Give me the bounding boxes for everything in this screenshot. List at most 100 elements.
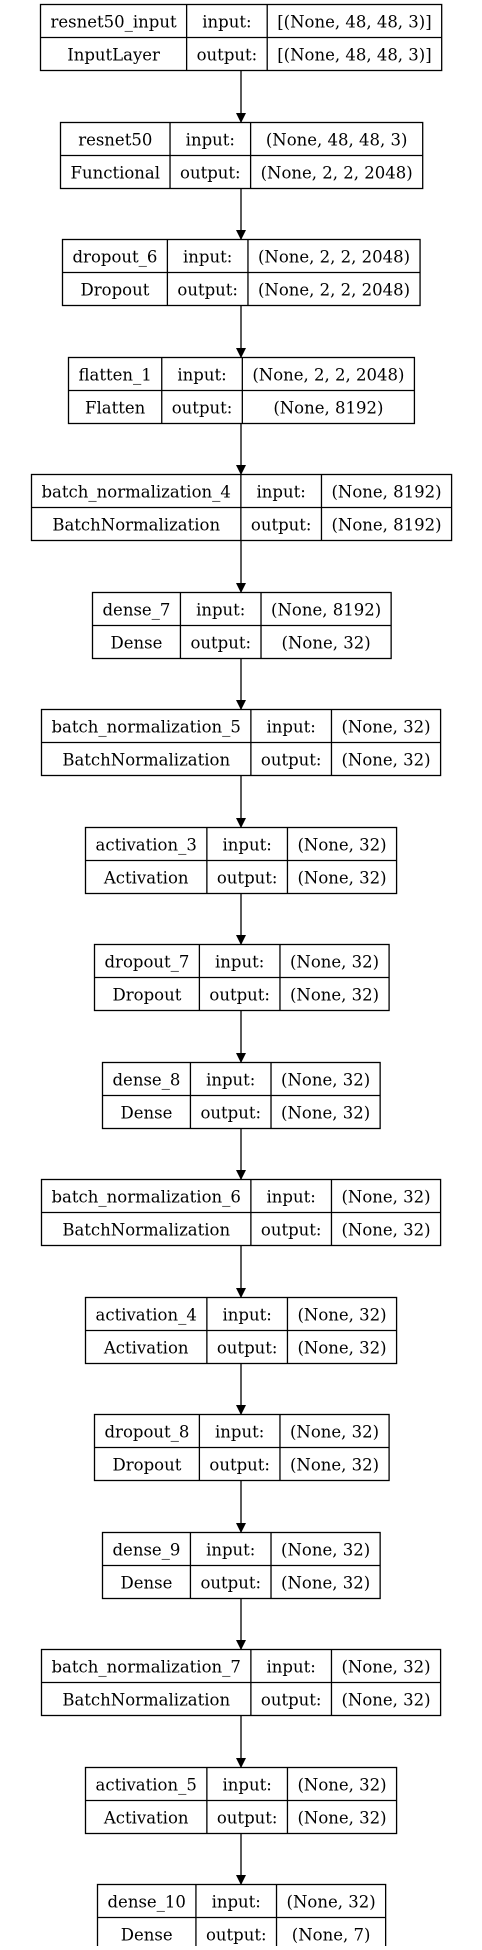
layer-type: Dense: [121, 1104, 173, 1123]
output-shape: (None, 32): [297, 869, 386, 888]
input-label: input:: [212, 1893, 261, 1912]
layer-type: BatchNormalization: [62, 751, 230, 770]
layer-name: dense_8: [113, 1071, 181, 1090]
input-label: input:: [177, 366, 226, 385]
input-shape: (None, 32): [297, 1776, 386, 1795]
layer-type: Dropout: [113, 1456, 182, 1475]
layer-type: Activation: [103, 869, 189, 888]
input-shape: (None, 32): [297, 1306, 386, 1325]
input-label: input:: [257, 483, 306, 502]
input-shape: (None, 8192): [331, 483, 441, 502]
input-label: input:: [215, 953, 264, 972]
input-shape: (None, 32): [281, 1071, 370, 1090]
output-shape: (None, 7): [292, 1926, 371, 1945]
input-shape: (None, 32): [281, 1541, 370, 1560]
input-label: input:: [206, 1541, 255, 1560]
output-shape: [(None, 48, 48, 3)]: [277, 46, 431, 65]
layer-name: activation_4: [96, 1306, 197, 1325]
layer-type: Dense: [121, 1926, 173, 1945]
input-label: input:: [186, 131, 235, 150]
output-shape: (None, 2, 2, 2048): [258, 281, 410, 300]
output-shape: (None, 32): [297, 1339, 386, 1358]
output-label: output:: [217, 1809, 278, 1828]
output-shape: (None, 32): [281, 1104, 370, 1123]
output-label: output:: [261, 1221, 322, 1240]
input-shape: (None, 32): [290, 953, 379, 972]
output-shape: (None, 32): [341, 751, 430, 770]
input-label: input:: [202, 13, 251, 32]
layer-name: dense_7: [103, 601, 171, 620]
layer-name: batch_normalization_6: [52, 1188, 241, 1207]
layer-type: Dense: [111, 634, 163, 653]
input-shape: (None, 32): [287, 1893, 376, 1912]
input-shape: (None, 32): [341, 1188, 430, 1207]
output-shape: (None, 2, 2, 2048): [261, 164, 413, 183]
output-label: output:: [209, 1456, 270, 1475]
input-label: input:: [206, 1071, 255, 1090]
input-shape: (None, 32): [341, 718, 430, 737]
layer-type: Dropout: [113, 986, 182, 1005]
layer-type: Functional: [71, 164, 161, 183]
input-shape: [(None, 48, 48, 3)]: [277, 13, 431, 32]
layer-name: batch_normalization_7: [52, 1658, 241, 1677]
output-label: output:: [206, 1926, 267, 1945]
layer-name: dropout_7: [105, 953, 190, 972]
layer-type: Dropout: [81, 281, 150, 300]
output-label: output:: [261, 1691, 322, 1710]
layer-name: dropout_8: [105, 1423, 190, 1442]
layer-type: Activation: [103, 1809, 189, 1828]
output-shape: (None, 32): [281, 1574, 370, 1593]
output-label: output:: [197, 46, 258, 65]
layer-type: BatchNormalization: [52, 516, 220, 535]
layer-name: resnet50_input: [51, 13, 177, 32]
output-label: output:: [261, 751, 322, 770]
input-shape: (None, 2, 2, 2048): [258, 248, 410, 267]
layer-name: batch_normalization_5: [52, 718, 241, 737]
output-shape: (None, 32): [290, 1456, 379, 1475]
input-label: input:: [267, 1188, 316, 1207]
layer-type: Activation: [103, 1339, 189, 1358]
output-label: output:: [190, 634, 251, 653]
layer-type: BatchNormalization: [62, 1691, 230, 1710]
layer-name: dense_9: [113, 1541, 181, 1560]
layer-node-batch-normalization-5: batch_normalization_5BatchNormalizationi…: [40, 708, 442, 777]
input-label: input:: [215, 1423, 264, 1442]
output-shape: (None, 32): [282, 634, 371, 653]
output-label: output:: [217, 869, 278, 888]
layer-name: batch_normalization_4: [42, 483, 231, 502]
input-label: input:: [223, 1306, 272, 1325]
output-label: output:: [180, 164, 241, 183]
layer-name: activation_5: [96, 1776, 197, 1795]
input-shape: (None, 48, 48, 3): [266, 131, 408, 150]
input-shape: (None, 32): [290, 1423, 379, 1442]
output-label: output:: [209, 986, 270, 1005]
input-label: input:: [183, 248, 232, 267]
input-label: input:: [267, 1658, 316, 1677]
output-label: output:: [251, 516, 312, 535]
output-label: output:: [177, 281, 238, 300]
input-label: input:: [223, 1776, 272, 1795]
layer-type: BatchNormalization: [62, 1221, 230, 1240]
output-shape: (None, 32): [341, 1691, 430, 1710]
input-shape: (None, 2, 2, 2048): [252, 366, 404, 385]
layer-name: resnet50: [78, 131, 152, 150]
layer-type: Dense: [121, 1574, 173, 1593]
layer-type: Flatten: [85, 399, 146, 418]
layer-type: InputLayer: [67, 46, 160, 65]
output-label: output:: [217, 1339, 278, 1358]
